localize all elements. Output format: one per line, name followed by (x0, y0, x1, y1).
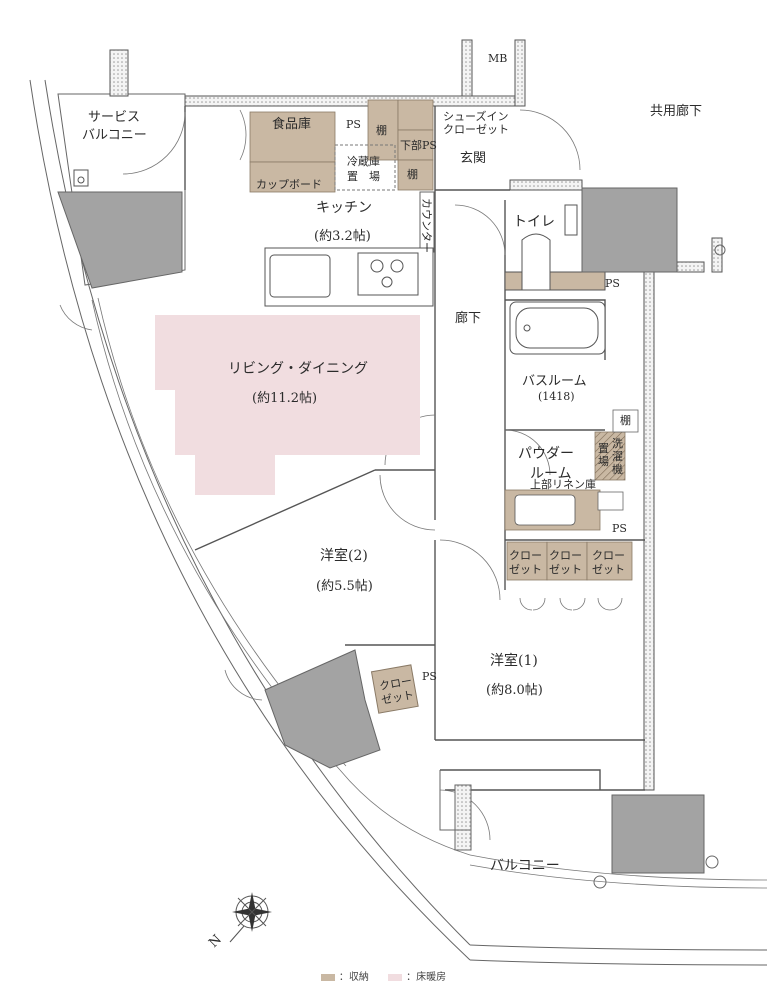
label-ps-room2: PS (422, 670, 437, 683)
label-washer-5: 機 (612, 462, 623, 476)
label-room2-area: (約5.5帖) (316, 579, 373, 594)
label-lower-ps: 下部PS (400, 138, 437, 152)
label-bathroom: バスルーム (522, 374, 587, 389)
label-toilet: トイレ (513, 214, 555, 230)
label-entrance: 玄関 (460, 151, 486, 166)
label-compass-n: N (206, 932, 225, 951)
label-upper-linen: 上部リネン庫 (530, 477, 596, 491)
label-ps-kitchen: PS (346, 118, 361, 131)
legend-floor-heating-label: ：床暖房 (406, 972, 447, 983)
label-washer-2: 場 (598, 455, 609, 468)
kitchen-storage (249, 99, 434, 193)
label-closet-b-1: クロー (549, 549, 582, 562)
label-closet-c-2: ゼット (592, 563, 625, 576)
label-mb: MB (488, 52, 507, 65)
legend: ：収納 ：床暖房 (0, 968, 767, 983)
label-balcony: バルコニー (490, 858, 560, 874)
label-room1-area: (約8.0帖) (486, 683, 543, 698)
label-common-corridor: 共用廊下 (650, 103, 702, 119)
label-washer-4: 濯 (612, 450, 623, 463)
legend-storage: ：収納 (320, 968, 369, 983)
label-closet-c-1: クロー (592, 549, 625, 562)
room-labels: MB 共用廊下 サービス バルコニー 食品庫 PS 棚 下部PS 棚 シューズイ… (82, 52, 702, 951)
label-living-area: (約11.2帖) (252, 391, 317, 406)
label-bath-size: (1418) (538, 390, 575, 403)
toilet-fixture[interactable] (504, 204, 606, 291)
label-room1: 洋室(1) (490, 652, 538, 669)
label-washer-3: 洗 (612, 437, 623, 450)
label-shoes-in-2: クローゼット (443, 123, 509, 136)
label-powder-2: ルーム (530, 466, 572, 482)
label-kitchen-area: (約3.2帖) (314, 229, 371, 244)
label-service-balcony-1: サービス (88, 110, 140, 125)
label-shelf-1: 棚 (376, 123, 387, 137)
label-cupboard: カップボード (256, 178, 322, 191)
interior-walls (184, 106, 645, 791)
label-ps-toilet: PS (605, 277, 620, 290)
label-ps-powder: PS (612, 522, 627, 535)
label-room2: 洋室(2) (320, 547, 368, 564)
label-kitchen: キッチン (316, 200, 372, 216)
floor-heating-area (155, 315, 420, 495)
label-closet-a-2: ゼット (509, 563, 542, 576)
column-service-balcony (57, 191, 183, 289)
label-service-balcony-2: バルコニー (82, 128, 147, 143)
closets-room1 (506, 541, 633, 581)
label-powder-1: パウダー (518, 446, 574, 462)
label-shelf-2: 棚 (407, 167, 418, 181)
label-shoes-in-1: シューズイン (443, 109, 508, 123)
label-living-dining: リビング・ダイニング (228, 361, 368, 377)
bathtub[interactable] (509, 301, 606, 355)
closet-room2 (370, 664, 419, 714)
balcony-fixtures (439, 244, 726, 889)
label-counter: カウンター (420, 198, 433, 253)
label-closet-b-2: ゼット (549, 563, 582, 576)
column-toilet (581, 187, 678, 273)
label-shelf-3: 棚 (620, 413, 631, 427)
legend-floor-heating-swatch (388, 973, 403, 981)
label-fridge-2: 置 場 (347, 170, 380, 183)
label-closet-a-1: クロー (509, 549, 542, 562)
fridge-space (334, 144, 396, 191)
label-closet-room2-2: ゼット (380, 688, 415, 707)
compass (229, 892, 272, 943)
label-fridge-1: 冷蔵庫 (347, 154, 380, 168)
column-room2 (264, 649, 381, 769)
powder-storage (504, 409, 639, 531)
label-pantry: 食品庫 (272, 116, 311, 132)
label-washer-1: 置 (598, 442, 609, 455)
legend-floor-heating: ：床暖房 (388, 968, 446, 983)
label-closet-room2-1: クロー (378, 674, 413, 693)
label-hallway: 廊下 (455, 310, 481, 326)
kitchen-island[interactable] (264, 247, 434, 307)
column-balcony (611, 794, 705, 874)
legend-storage-label: ：収納 (338, 972, 369, 983)
legend-storage-swatch (320, 973, 335, 981)
